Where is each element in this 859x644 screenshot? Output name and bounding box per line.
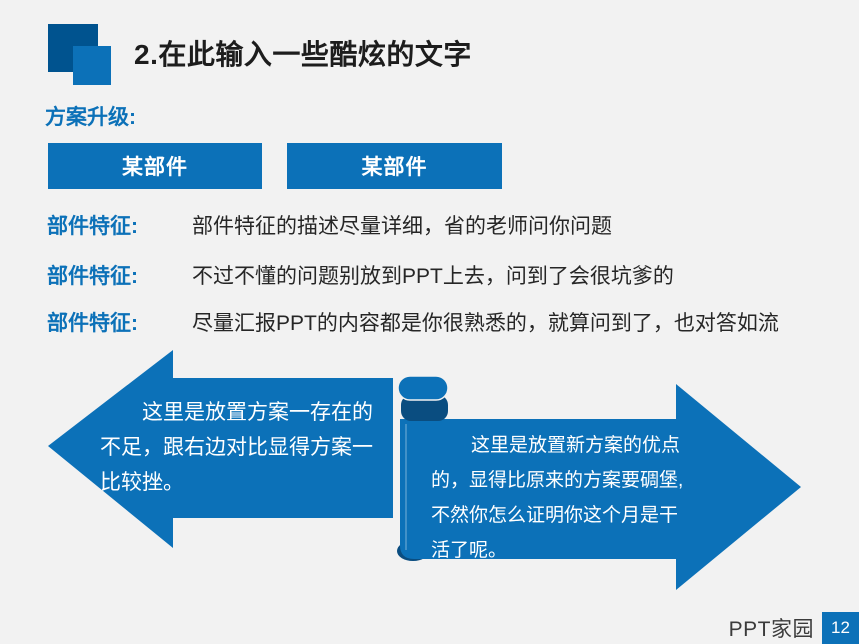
new-plan-text-line: 活了呢。 <box>431 540 508 561</box>
feature-text: 部件特征的描述尽量详细，省的老师问你问题 <box>192 215 612 238</box>
feature-row: 部件特征: 不过不懂的问题别放到PPT上去，问到了会很坑爹的 <box>0 260 859 288</box>
left-arrow-icon <box>48 350 393 548</box>
new-plan-text: 这里是放置新方案的优点 的，显得比原来的方案要碉堡, 不然你怎么证明你这个月是干… <box>431 428 683 568</box>
page-number-box: 12 <box>822 612 859 644</box>
scroll-curl-shadow-icon <box>401 395 448 421</box>
feature-label: 部件特征: <box>47 215 138 238</box>
page-number: 12 <box>831 618 850 637</box>
scroll-top-roll-icon <box>397 375 449 401</box>
section-label: 方案升级: <box>45 106 136 129</box>
feature-text: 尽量汇报PPT的内容都是你很熟悉的，就算问到了，也对答如流 <box>192 312 779 335</box>
feature-row: 部件特征: 尽量汇报PPT的内容都是你很熟悉的，就算问到了，也对答如流 <box>0 307 859 335</box>
part-box-2-label: 某部件 <box>361 156 428 179</box>
part-box-2: 某部件 <box>287 143 502 189</box>
title-accent-square-front-icon <box>73 46 111 85</box>
new-plan-text-line: 这里是放置新方案的优点 <box>471 435 681 456</box>
footer-brand: PPT家园 <box>728 618 814 641</box>
old-plan-text-line: 比较挫。 <box>100 471 184 494</box>
feature-label: 部件特征: <box>47 312 138 335</box>
part-box-1: 某部件 <box>48 143 262 189</box>
old-plan-text: 这里是放置方案一存在的 不足，跟右边对比显得方案一 比较挫。 <box>100 395 400 500</box>
feature-label: 部件特征: <box>47 265 138 288</box>
new-plan-text-line: 不然你怎么证明你这个月是干 <box>431 505 679 526</box>
old-plan-text-line: 不足，跟右边对比显得方案一 <box>100 436 373 459</box>
old-plan-text-line: 这里是放置方案一存在的 <box>142 401 373 424</box>
feature-row: 部件特征: 部件特征的描述尽量详细，省的老师问你问题 <box>0 210 859 238</box>
slide-title: 2.在此输入一些酷炫的文字 <box>134 39 472 70</box>
right-arrow-scroll-panel-icon <box>400 384 801 590</box>
part-box-1-label: 某部件 <box>122 156 188 179</box>
feature-text: 不过不懂的问题别放到PPT上去，问到了会很坑爹的 <box>192 265 674 288</box>
new-plan-text-line: 的，显得比原来的方案要碉堡, <box>431 470 684 491</box>
